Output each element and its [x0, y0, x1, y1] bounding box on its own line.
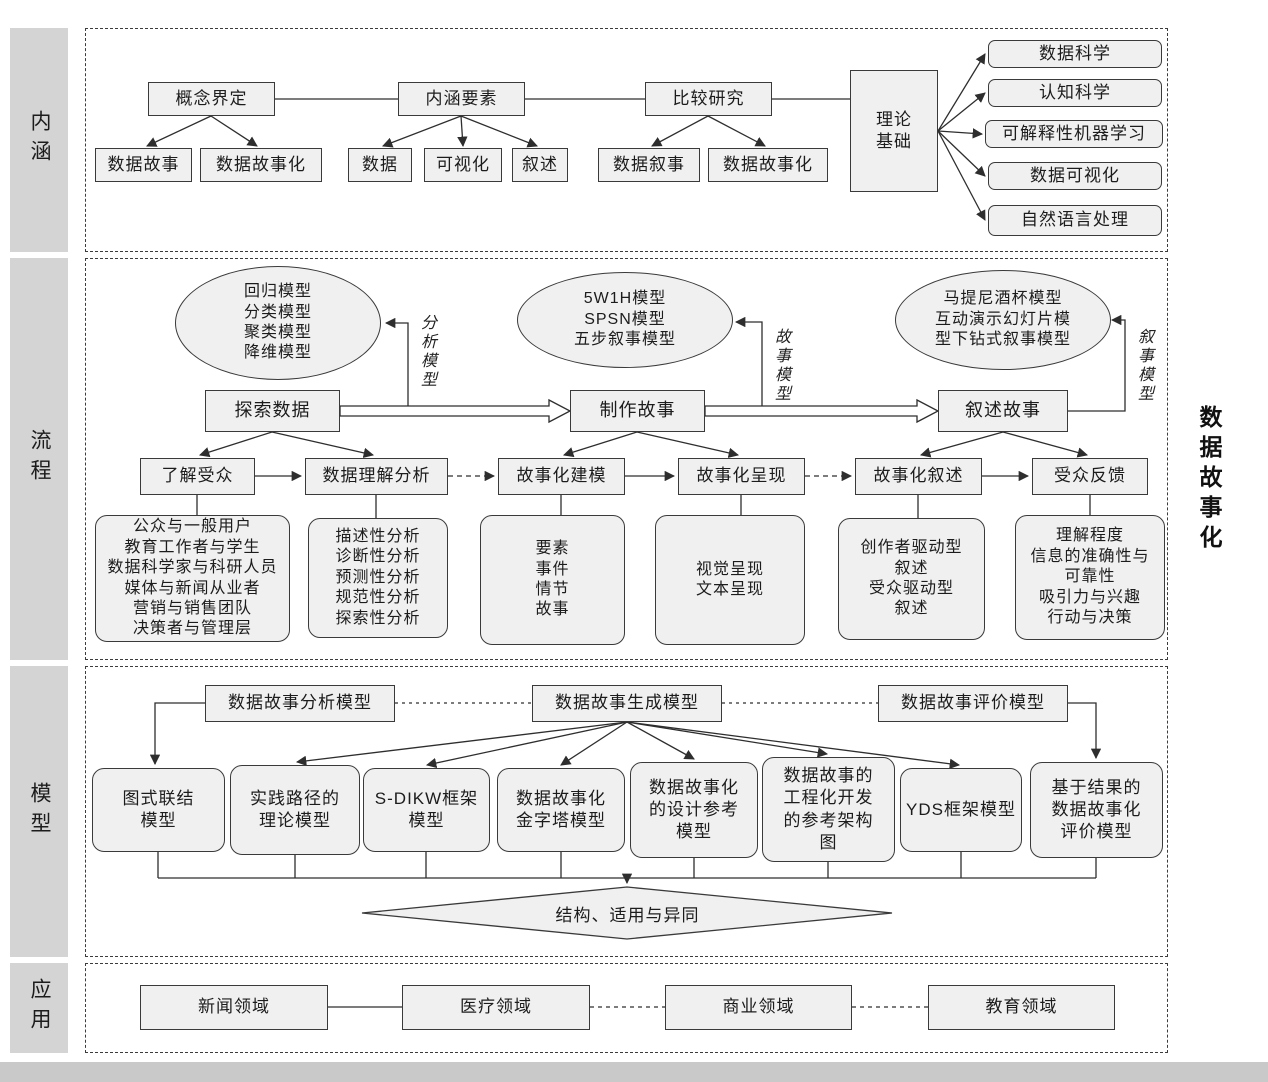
box-narration: 叙述 [512, 148, 568, 182]
label-narrative-model: 叙事模型 [1135, 328, 1152, 404]
box-education-domain: 教育领域 [928, 985, 1115, 1030]
list-feedback-aspects: 理解程度 信息的准确性与 可靠性 吸引力与兴趣 行动与决策 [1015, 515, 1165, 640]
label-analysis-model: 分析模型 [418, 314, 435, 390]
box-data-visualization: 数据可视化 [988, 162, 1162, 190]
box-evaluation-model: 数据故事评价模型 [878, 685, 1068, 722]
diamond-structure-comparison: 结构、适用与异同 [555, 905, 700, 925]
box-data-understanding-analysis: 数据理解分析 [305, 458, 448, 495]
section-label-models: 模型 [28, 781, 51, 842]
box-concept-definition: 概念界定 [148, 82, 275, 116]
list-presentation-types: 视觉呈现 文本呈现 [655, 515, 805, 645]
box-data-narrative: 数据叙事 [598, 148, 700, 182]
box-theoretical-basis: 理论 基础 [850, 70, 938, 192]
box-data-science: 数据科学 [988, 40, 1162, 68]
section-strip-models: 模型 [10, 666, 68, 957]
box-comparative-study: 比较研究 [645, 82, 772, 116]
box-data-story: 数据故事 [95, 148, 192, 182]
card-result-based-evaluation-model: 基于结果的 数据故事化 评价模型 [1030, 762, 1163, 858]
frame-models [85, 666, 1168, 957]
frame-application [85, 963, 1168, 1053]
list-audience-types: 公众与一般用户 教育工作者与学生 数据科学家与科研人员 媒体与新闻从业者 营销与… [95, 515, 290, 642]
box-audience-feedback: 受众反馈 [1032, 458, 1148, 495]
list-analysis-types: 描述性分析 诊断性分析 预测性分析 规范性分析 探索性分析 [308, 518, 448, 638]
card-yds-model: YDS框架模型 [900, 768, 1022, 852]
box-interpretable-ml: 可解释性机器学习 [985, 120, 1163, 148]
box-generation-model: 数据故事生成模型 [532, 685, 722, 722]
box-visualization: 可视化 [424, 148, 502, 182]
box-data-storytelling-compare: 数据故事化 [708, 148, 828, 182]
box-know-audience: 了解受众 [140, 458, 255, 495]
page-bottom-gutter [0, 1062, 1268, 1082]
ellipse-narrative-models: 马提尼酒杯模型 互动演示幻灯片模 型下钻式叙事模型 [895, 270, 1111, 370]
section-label-application: 应用 [28, 978, 51, 1038]
box-news-domain: 新闻领域 [140, 985, 328, 1030]
right-banner-data-storytelling: 数据故事化 [1196, 405, 1222, 555]
box-storytelling-narration: 故事化叙述 [855, 458, 982, 495]
process-connectors [196, 314, 1126, 518]
section-strip-application: 应用 [10, 963, 68, 1053]
card-sdikw-model: S-DIKW框架 模型 [363, 768, 490, 852]
connotation-connectors [146, 53, 986, 221]
list-story-elements: 要素 事件 情节 故事 [480, 515, 625, 645]
card-pyramid-model: 数据故事化 金字塔模型 [497, 768, 625, 852]
box-explore-data: 探索数据 [205, 390, 340, 432]
box-nlp: 自然语言处理 [988, 205, 1162, 236]
ellipse-story-models: 5W1H模型 SPSN模型 五步叙事模型 [517, 272, 733, 368]
box-narrate-story: 叙述故事 [938, 390, 1068, 432]
list-narration-types: 创作者驱动型 叙述 受众驱动型 叙述 [838, 518, 985, 640]
card-practice-path-model: 实践路径的 理论模型 [230, 765, 360, 855]
ellipse-analysis-models: 回归模型 分类模型 聚类模型 降维模型 [175, 266, 381, 380]
box-storytelling-presentation: 故事化呈现 [678, 458, 805, 495]
frame-process [85, 258, 1168, 660]
section-strip-process: 流程 [10, 258, 68, 660]
frame-connotation [85, 28, 1168, 252]
box-business-domain: 商业领域 [665, 985, 852, 1030]
box-data: 数据 [348, 148, 412, 182]
box-data-storytelling: 数据故事化 [200, 148, 322, 182]
box-medical-domain: 医疗领域 [402, 985, 590, 1030]
box-cognitive-science: 认知科学 [988, 79, 1162, 107]
label-story-model: 故事模型 [772, 328, 789, 404]
models-connectors [149, 702, 1102, 940]
box-storytelling-modeling: 故事化建模 [498, 458, 625, 495]
box-create-story: 制作故事 [570, 390, 705, 432]
section-label-process: 流程 [28, 429, 51, 489]
card-design-reference-model: 数据故事化 的设计参考 模型 [630, 762, 758, 858]
card-schema-connection-model: 图式联结 模型 [92, 768, 225, 852]
section-strip-connotation: 内涵 [10, 28, 68, 252]
card-engineering-architecture: 数据故事的 工程化开发 的参考架构 图 [762, 757, 895, 862]
box-connotation-elements: 内涵要素 [398, 82, 525, 116]
box-analysis-model: 数据故事分析模型 [205, 685, 395, 722]
section-label-connotation: 内涵 [28, 110, 51, 170]
